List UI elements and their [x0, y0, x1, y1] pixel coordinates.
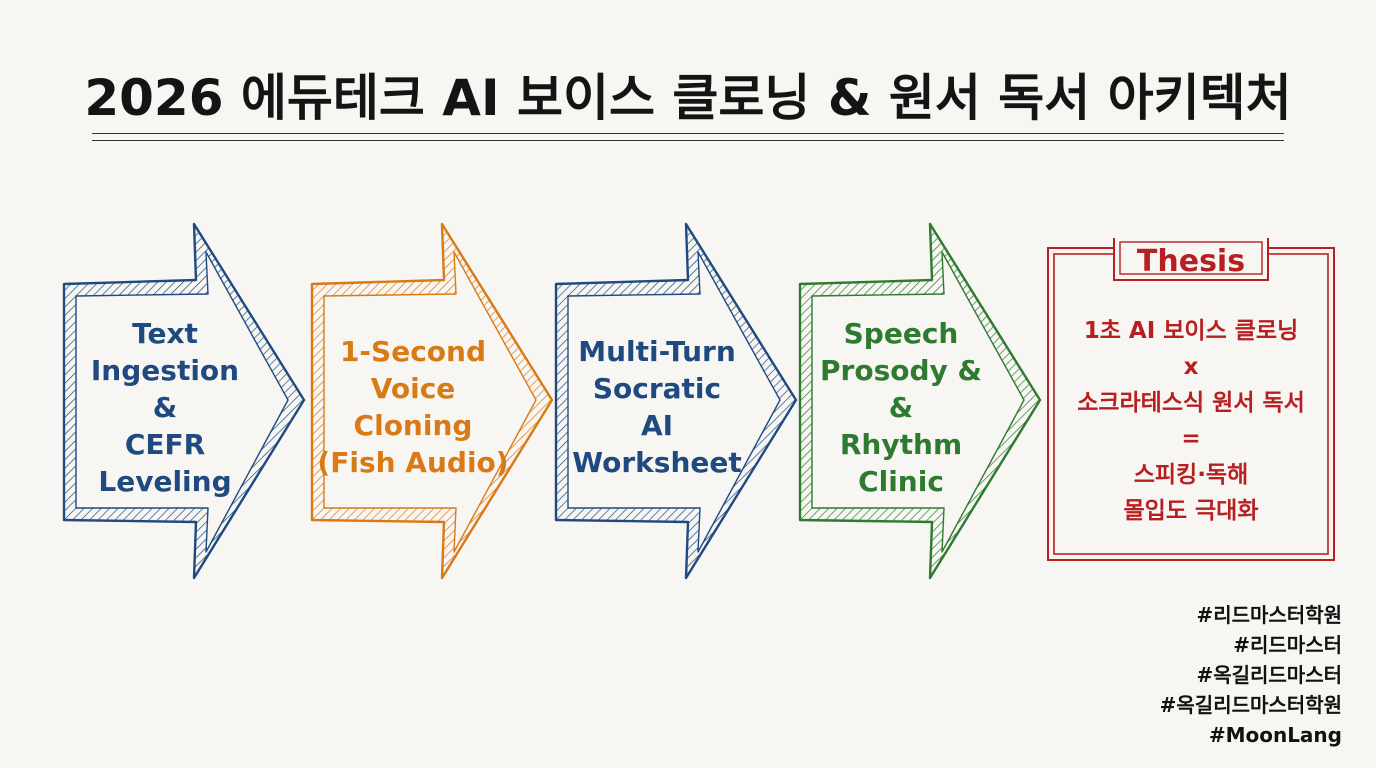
- arrow-hatching: [556, 224, 796, 578]
- thesis-line: 소크라테스식 원서 독서: [1077, 390, 1305, 416]
- arrow-outline: [310, 222, 554, 580]
- step-arrow-speech-prosody: Speech Prosody & & Rhythm Clinic: [792, 222, 1042, 582]
- thesis-frame: [1047, 238, 1335, 561]
- arrow-hatching: [64, 224, 304, 578]
- thesis-box: Thesis 1초 AI 보이스 클로닝 x 소크라테스식 원서 독서 = 스피…: [1046, 238, 1336, 564]
- step-line: Rhythm: [839, 427, 963, 461]
- step-line: Prosody &: [820, 353, 982, 387]
- step-line: Socratic: [592, 372, 722, 405]
- thesis-body: 1초 AI 보이스 클로닝 x 소크라테스식 원서 독서 = 스피킹·독해 몰입…: [1054, 296, 1328, 546]
- hashtag: #MoonLang: [1208, 723, 1342, 747]
- arrow-inner: [567, 251, 781, 553]
- thesis-title: Thesis: [1136, 243, 1246, 279]
- step-line: &: [152, 390, 178, 424]
- arrow-hatching: [800, 224, 1040, 578]
- step-label: 1-Second Voice Cloning (Fish Audio): [314, 302, 512, 512]
- arrow-outline: [554, 222, 798, 580]
- step-line: &: [888, 390, 914, 424]
- title-underline: [92, 133, 1284, 134]
- step-line: AI: [640, 409, 674, 442]
- step-line: Leveling: [98, 464, 232, 498]
- thesis-line: x: [1183, 354, 1199, 380]
- step-arrow-socratic-worksheet: Multi-Turn Socratic AI Worksheet: [548, 222, 798, 582]
- title-underline-2: [92, 140, 1284, 141]
- thesis-line: =: [1181, 426, 1201, 452]
- step-line: CEFR: [124, 427, 206, 461]
- arrow-outline: [798, 222, 1042, 580]
- arrow-outline: [62, 222, 306, 580]
- hashtag: #옥길리드마스터: [1196, 663, 1342, 687]
- step-line: (Fish Audio): [317, 446, 509, 479]
- step-line: Clinic: [858, 464, 944, 498]
- step-arrow-text-ingestion: Text Ingestion & CEFR Leveling: [56, 222, 306, 582]
- step-line: Worksheet: [572, 446, 742, 479]
- hashtag: #리드마스터: [1233, 633, 1342, 657]
- hashtag: #리드마스터학원: [1196, 603, 1342, 627]
- thesis-line: 몰입도 극대화: [1123, 498, 1259, 524]
- thesis-line: 1초 AI 보이스 클로닝: [1083, 318, 1299, 344]
- step-line: Multi-Turn: [578, 335, 736, 368]
- step-line: Ingestion: [90, 353, 240, 387]
- step-arrow-voice-cloning: 1-Second Voice Cloning (Fish Audio): [304, 222, 554, 582]
- step-line: 1-Second: [339, 335, 487, 368]
- arrow-inner: [811, 251, 1025, 553]
- step-line: Text: [132, 316, 198, 350]
- step-line: Voice: [370, 372, 456, 405]
- step-line: Cloning: [353, 409, 473, 442]
- page-title: 2026 에듀테크 AI 보이스 클로닝 & 원서 독서 아키텍처: [84, 69, 1292, 127]
- arrow-inner: [75, 251, 289, 553]
- hashtag-list: #리드마스터학원 #리드마스터 #옥길리드마스터 #옥길리드마스터학원 #Moo…: [1160, 600, 1342, 750]
- step-label: Text Ingestion & CEFR Leveling: [66, 302, 264, 512]
- thesis-line: 스피킹·독해: [1133, 462, 1249, 488]
- step-label: Multi-Turn Socratic AI Worksheet: [558, 302, 756, 512]
- hashtag: #옥길리드마스터학원: [1159, 693, 1342, 717]
- step-label: Speech Prosody & & Rhythm Clinic: [802, 302, 1000, 512]
- step-line: Speech: [843, 316, 959, 350]
- arrow-inner: [323, 251, 537, 553]
- arrow-hatching: [312, 224, 552, 578]
